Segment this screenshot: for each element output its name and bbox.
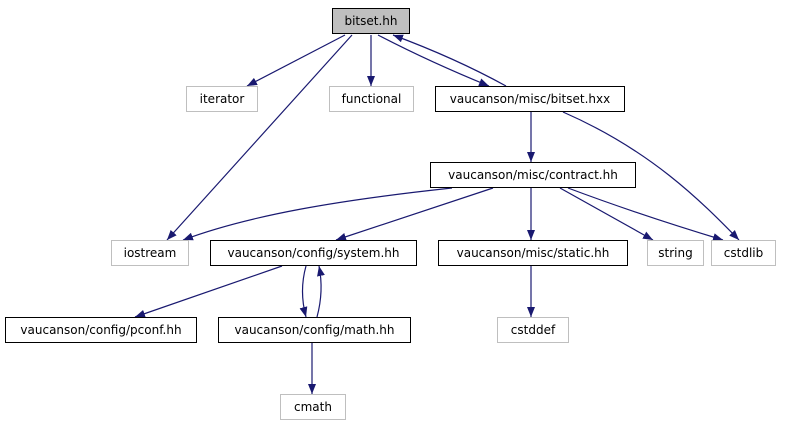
edge-bitset_hh-to-iostream xyxy=(166,34,353,241)
node-functional[interactable]: functional xyxy=(329,86,414,112)
node-iostream[interactable]: iostream xyxy=(111,240,189,266)
edge-contract_hh-to-cstdlib xyxy=(567,187,724,241)
node-box xyxy=(647,240,704,266)
edge-bitset_hh-to-bitset_hxx xyxy=(377,34,490,87)
node-box xyxy=(111,240,189,266)
edge-contract_hh-to-iostream xyxy=(182,187,453,241)
node-bitset-hh[interactable]: bitset.hh xyxy=(332,8,410,34)
node-cstdlib[interactable]: cstdlib xyxy=(711,240,776,266)
node-box xyxy=(218,317,411,343)
edge-contract_hh-to-system_hh xyxy=(335,187,494,241)
node-label: iterator xyxy=(200,92,245,106)
node-system-hh[interactable]: vaucanson/config/system.hh xyxy=(210,240,417,266)
node-cmath[interactable]: cmath xyxy=(280,394,346,420)
node-label: cstddef xyxy=(511,323,556,337)
node-label: vaucanson/config/system.hh xyxy=(227,246,399,260)
edge-system_hh-to-pconf_hh xyxy=(134,265,283,318)
node-pconf-hh[interactable]: vaucanson/config/pconf.hh xyxy=(5,317,197,343)
node-label: vaucanson/misc/static.hh xyxy=(457,246,610,260)
node-contract-hh[interactable]: vaucanson/misc/contract.hh xyxy=(430,162,636,188)
node-label: vaucanson/misc/contract.hh xyxy=(448,168,618,182)
node-box xyxy=(711,240,776,266)
node-box xyxy=(430,162,636,188)
node-math-hh[interactable]: vaucanson/config/math.hh xyxy=(218,317,411,343)
node-bitset-hxx[interactable]: vaucanson/misc/bitset.hxx xyxy=(435,86,625,112)
node-box xyxy=(210,240,417,266)
node-iterator[interactable]: iterator xyxy=(186,86,258,112)
node-label: cmath xyxy=(294,400,332,414)
node-box xyxy=(329,86,414,112)
node-string[interactable]: string xyxy=(647,240,704,266)
node-static-hh[interactable]: vaucanson/misc/static.hh xyxy=(438,240,628,266)
node-label: bitset.hh xyxy=(344,14,397,28)
node-box xyxy=(5,317,197,343)
edge-system_hh-to-math_hh xyxy=(299,265,308,318)
edge-bitset_hh-to-iterator xyxy=(246,34,346,87)
edge-math_hh-to-system_hh xyxy=(316,265,325,318)
node-label: cstdlib xyxy=(724,246,763,260)
node-cstddef[interactable]: cstddef xyxy=(497,317,569,343)
node-label: string xyxy=(658,246,692,260)
node-label: vaucanson/config/pconf.hh xyxy=(20,323,181,337)
node-box xyxy=(438,240,628,266)
node-box xyxy=(280,394,346,420)
node-label: functional xyxy=(342,92,402,106)
edge-bitset_hxx-to-bitset_hh xyxy=(392,34,507,87)
node-label: vaucanson/config/math.hh xyxy=(234,323,394,337)
node-label: iostream xyxy=(124,246,177,260)
edge-contract_hh-to-string xyxy=(559,187,654,241)
edges-layer xyxy=(134,34,740,394)
node-box xyxy=(435,86,625,112)
node-box xyxy=(186,86,258,112)
node-box xyxy=(497,317,569,343)
nodes-layer: bitset.hh iterator functional vaucanson/mis… xyxy=(5,8,776,420)
node-box xyxy=(332,8,410,34)
edge-bitset_hxx-to-cstdlib xyxy=(562,111,740,241)
node-label: vaucanson/misc/bitset.hxx xyxy=(450,92,610,106)
